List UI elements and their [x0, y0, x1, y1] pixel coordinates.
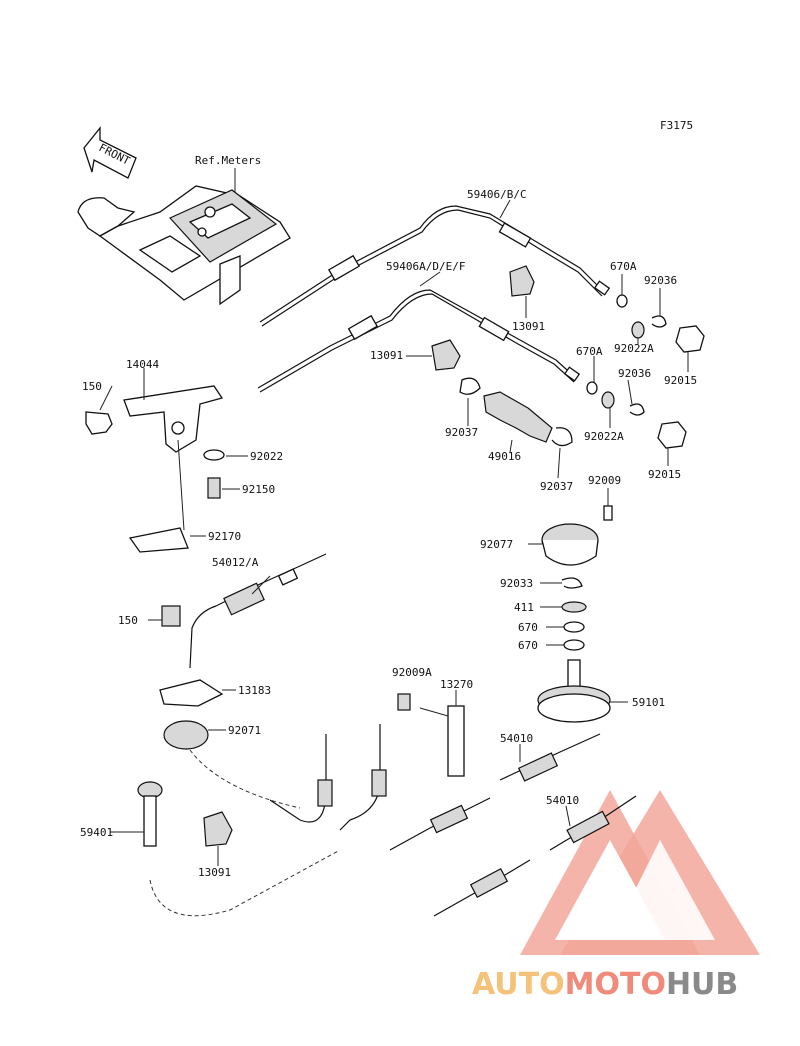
- part-label: 13091: [512, 320, 545, 333]
- part-label: 54012/A: [212, 556, 259, 569]
- pulley-59101: [537, 659, 611, 723]
- bracket-13270: [447, 705, 465, 777]
- part-label: 92077: [480, 538, 513, 551]
- leader-line: [509, 439, 513, 453]
- lever-59401: [137, 781, 163, 847]
- cable-lower: [269, 734, 327, 823]
- nut: [675, 325, 705, 353]
- leader-line: [499, 199, 511, 219]
- washer: [561, 601, 587, 613]
- o-ring: [586, 381, 598, 395]
- ref-meters-label: Ref.Meters: [195, 154, 261, 167]
- bracket-14044: [85, 385, 224, 453]
- part-label: 150: [118, 614, 138, 627]
- figure-code: F3175: [660, 119, 693, 132]
- leader-line: [557, 447, 561, 479]
- o-ring: [616, 294, 628, 308]
- o-ring: [563, 621, 585, 633]
- front-arrow-icon: FRONT: [83, 126, 137, 179]
- part-label: 92037: [540, 480, 573, 493]
- bolt: [397, 693, 411, 711]
- cable-route: [189, 749, 301, 809]
- clip: [651, 315, 667, 328]
- screw: [603, 505, 613, 521]
- leader-line: [251, 575, 271, 595]
- leader-line: [419, 707, 449, 717]
- part-label: 411: [514, 601, 534, 614]
- part-label: 92015: [648, 468, 681, 481]
- leader-line: [99, 385, 113, 411]
- part-label: 59406A/D/E/F: [386, 260, 465, 273]
- cable-59406-bc: [259, 205, 611, 327]
- clip: [629, 403, 645, 416]
- part-label: 670A: [610, 260, 637, 273]
- part-label: 59101: [632, 696, 665, 709]
- part-label: 92071: [228, 724, 261, 737]
- cable-route: [149, 849, 341, 917]
- leader-line: [419, 271, 441, 287]
- o-ring: [563, 639, 585, 651]
- bolt: [207, 477, 221, 499]
- cable-54010-upper: [389, 733, 601, 851]
- cable-54010-lower: [433, 795, 637, 917]
- rubber-block: [509, 265, 535, 297]
- part-label: 670: [518, 639, 538, 652]
- part-label: 54010: [500, 732, 533, 745]
- circlip: [561, 577, 583, 589]
- leader-line: [627, 379, 633, 405]
- watermark-logo: [520, 790, 760, 955]
- part-label: 92170: [208, 530, 241, 543]
- part-label: 92022: [250, 450, 283, 463]
- cable-59406-adef: [257, 289, 581, 393]
- washer: [631, 321, 645, 339]
- part-label: 59401: [80, 826, 113, 839]
- part-label: 92022A: [614, 342, 654, 355]
- part-label: 92037: [445, 426, 478, 439]
- washer: [601, 391, 615, 409]
- plate-13183: [159, 679, 224, 707]
- rubber-block: [203, 811, 233, 847]
- part-label: 92150: [242, 483, 275, 496]
- leader-line: [565, 805, 571, 827]
- part-label: 13270: [440, 678, 473, 691]
- meter-bracket: [77, 185, 291, 306]
- clamp: [459, 377, 481, 395]
- part-label: 59406/B/C: [467, 188, 527, 201]
- part-label: 670: [518, 621, 538, 634]
- washer: [203, 449, 225, 461]
- part-label: 14044: [126, 358, 159, 371]
- clamp: [551, 427, 573, 447]
- part-label: 92033: [500, 577, 533, 590]
- boot: [483, 391, 553, 443]
- part-label: 13091: [198, 866, 231, 879]
- part-label: 54010: [546, 794, 579, 807]
- part-label: 92036: [618, 367, 651, 380]
- watermark-text: AUTOMOTOHUB: [472, 967, 738, 1002]
- part-label: 92009A: [392, 666, 432, 679]
- rubber-block: [431, 339, 461, 371]
- part-label: 92022A: [584, 430, 624, 443]
- leader-line: [177, 439, 185, 531]
- part-label: 49016: [488, 450, 521, 463]
- part-label: 13183: [238, 684, 271, 697]
- nut: [657, 421, 687, 449]
- cable-fitting: [371, 769, 387, 797]
- knob-base: [541, 539, 599, 566]
- cable-fitting: [317, 779, 333, 807]
- part-label: 670A: [576, 345, 603, 358]
- part-label: 92036: [644, 274, 677, 287]
- cap-92071: [163, 720, 209, 750]
- part-label: 92009: [588, 474, 621, 487]
- part-label: 150: [82, 380, 102, 393]
- part-label: 92015: [664, 374, 697, 387]
- bolt: [161, 605, 181, 627]
- cable-54012a: [189, 553, 327, 669]
- part-label: 13091: [370, 349, 403, 362]
- bracket-92170: [128, 527, 189, 553]
